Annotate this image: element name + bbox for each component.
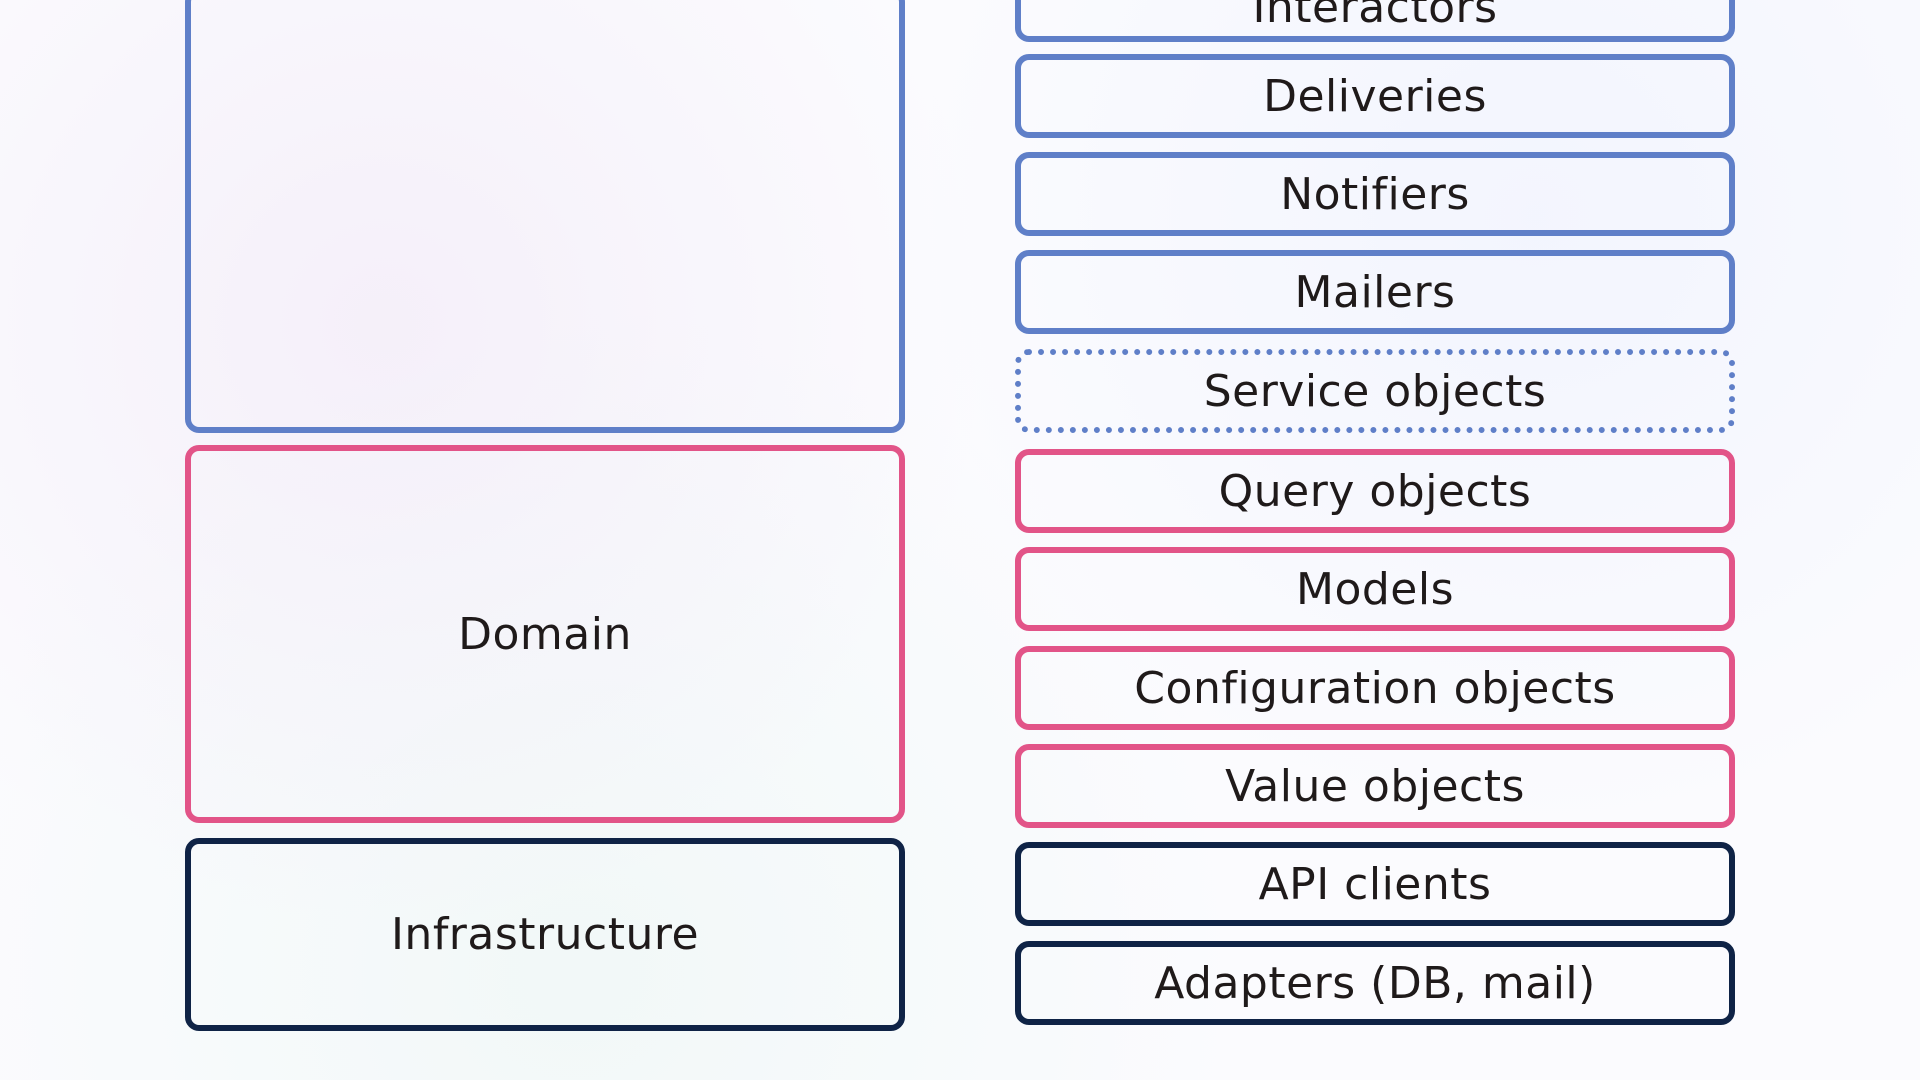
interactors-label: Interactors xyxy=(1252,0,1498,33)
infrastructure-layer-label: Infrastructure xyxy=(390,909,700,960)
api-clients-label: API clients xyxy=(1258,858,1492,910)
mailers-box: Mailers xyxy=(1015,250,1735,334)
models-label: Models xyxy=(1295,563,1455,615)
api-clients-box: API clients xyxy=(1015,842,1735,926)
infrastructure-layer: Infrastructure xyxy=(185,838,905,1031)
notifiers-label: Notifiers xyxy=(1280,168,1470,220)
configuration-objects-label: Configuration objects xyxy=(1134,662,1616,714)
query-objects-box: Query objects xyxy=(1015,449,1735,533)
value-objects-box: Value objects xyxy=(1015,744,1735,828)
application-layer xyxy=(185,0,905,433)
domain-layer-label: Domain xyxy=(458,608,632,660)
service-objects-label: Service objects xyxy=(1203,365,1547,417)
deliveries-box: Deliveries xyxy=(1015,54,1735,138)
configuration-objects-box: Configuration objects xyxy=(1015,646,1735,730)
service-objects-box: Service objects xyxy=(1015,349,1735,433)
models-box: Models xyxy=(1015,547,1735,631)
deliveries-label: Deliveries xyxy=(1263,70,1487,122)
mailers-label: Mailers xyxy=(1294,266,1456,318)
adapters-label: Adapters (DB, mail) xyxy=(1154,957,1596,1009)
domain-layer: Domain xyxy=(185,445,905,823)
interactors-box: Interactors xyxy=(1015,0,1735,42)
query-objects-label: Query objects xyxy=(1218,465,1532,517)
notifiers-box: Notifiers xyxy=(1015,152,1735,236)
adapters-box: Adapters (DB, mail) xyxy=(1015,941,1735,1025)
value-objects-label: Value objects xyxy=(1225,760,1525,812)
